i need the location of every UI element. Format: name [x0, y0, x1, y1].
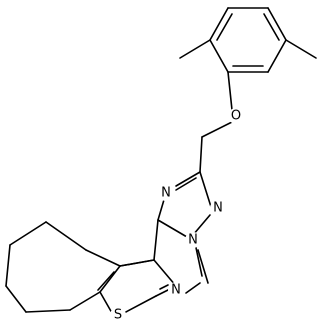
oxygen-label: O [231, 109, 241, 124]
nitrogen-label: N [161, 186, 171, 201]
nitrogen-label: N [171, 283, 181, 298]
nitrogen-label: N [213, 201, 223, 216]
ring-oxygen-bond [227, 71, 233, 111]
methyl-left-bond [179, 39, 211, 59]
methyl-right-bond [285, 39, 317, 59]
atom-triazole-n2: N [210, 200, 226, 216]
oxygen-ch2-bond [201, 121, 233, 138]
thiophene-ring [97, 259, 177, 314]
ch2-triazole-bond [199, 136, 203, 173]
sulfur-label: S [114, 308, 122, 323]
nitrogen-label: N [188, 233, 198, 248]
atom-triazole-n1: N [158, 185, 174, 201]
atom-sulfur: S [110, 307, 126, 323]
cycloheptane-ring [5, 221, 121, 313]
atom-triazole-n3: N [185, 232, 201, 248]
atom-oxygen: O [228, 108, 244, 124]
pyrimidine-ring [119, 219, 209, 294]
atom-pyrimidine-n: N [168, 282, 184, 298]
dimethylphenyl-ring [209, 7, 287, 73]
triazole-ring [157, 171, 213, 238]
